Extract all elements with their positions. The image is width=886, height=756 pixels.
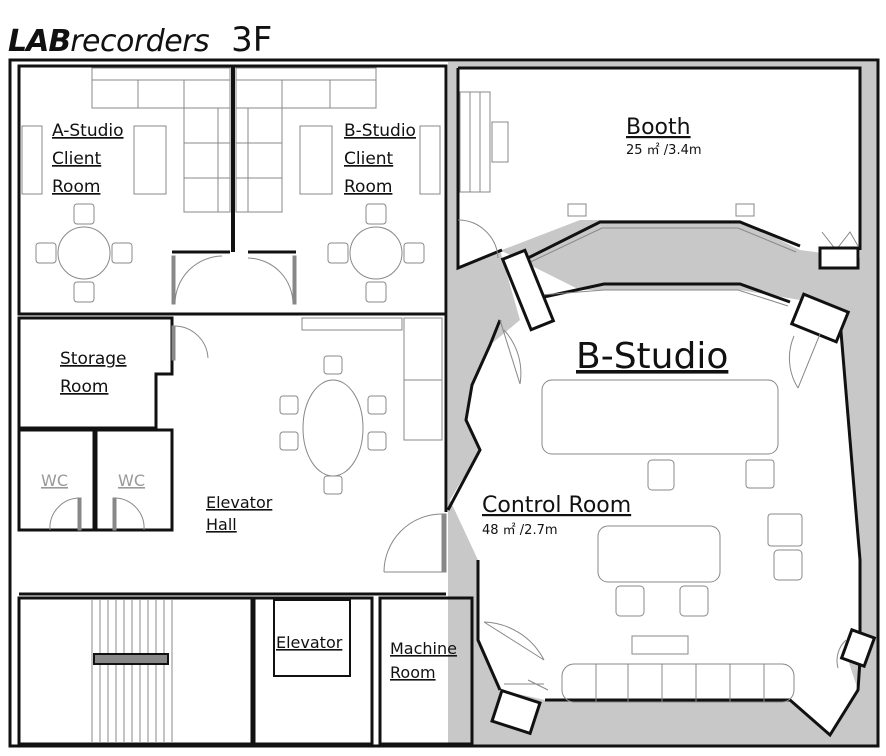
elevator-car — [273, 599, 351, 677]
b-studio-title: B-Studio — [576, 336, 728, 377]
shelf-b — [419, 125, 441, 195]
acoustic-door-1 — [500, 248, 556, 332]
label-a-client-room: A-Studio Client Room — [52, 121, 124, 197]
coffee-table-a — [133, 125, 167, 195]
elevator-hall-line1: Elevator — [206, 493, 273, 512]
round-table-a — [35, 203, 133, 303]
door-swing-control — [483, 319, 847, 685]
booth-corner-box — [818, 246, 860, 270]
control-room-name: Control Room — [482, 493, 631, 518]
stairs — [91, 600, 173, 742]
outer-wall — [8, 58, 880, 748]
machine-room-wall — [378, 596, 474, 746]
floor-number: 3F — [231, 20, 273, 60]
brand-logo-text: recorders — [70, 24, 210, 59]
sofa-b — [235, 67, 377, 213]
door-booth — [457, 219, 499, 259]
door-wc-left — [49, 497, 82, 531]
acoustic-door-2 — [789, 292, 851, 344]
machine-line1: Machine — [390, 639, 457, 658]
control-room-floor — [450, 250, 860, 735]
label-b-client-room: B-Studio Client Room — [344, 121, 416, 197]
wc-right-wall — [94, 428, 174, 532]
booth-floor — [458, 68, 860, 268]
control-chairs — [615, 459, 803, 617]
control-room-wall — [446, 319, 862, 738]
floor-plan-title: LABrecorders 3F — [8, 20, 272, 60]
machine-line2: Room — [390, 663, 436, 682]
door-swing-bottom — [527, 679, 549, 691]
a-client-line2: Client — [52, 149, 102, 169]
producer-desk — [597, 525, 721, 583]
oval-table — [279, 355, 387, 495]
door-booth-right — [821, 231, 859, 251]
b-client-line2: Client — [344, 149, 394, 169]
mixing-console — [541, 379, 779, 455]
studio-window — [519, 220, 801, 304]
studio-window-inner — [521, 227, 797, 307]
control-room-spec: 48 ㎡ /2.7m — [482, 523, 558, 538]
wc-right-label: WC — [118, 471, 145, 490]
brand-logo-bold: LAB — [8, 24, 71, 59]
elevator-label: Elevator — [276, 633, 343, 652]
door-storage — [171, 325, 209, 361]
booth-panel — [459, 91, 509, 193]
b-client-line3: Room — [344, 177, 392, 197]
elevator-shaft-wall — [252, 596, 374, 746]
shelf-a — [21, 125, 43, 195]
elevator-hall-line2: Hall — [206, 515, 237, 534]
acoustic-door-3 — [490, 688, 542, 736]
stairwell-wall — [17, 596, 254, 746]
wc-left-label: WC — [41, 471, 68, 490]
booth-wall — [456, 66, 862, 271]
booth-monitor-right — [735, 203, 755, 217]
storage-line2: Room — [60, 377, 108, 397]
hall-sofa — [403, 317, 443, 441]
stair-handrail — [93, 653, 169, 665]
coffee-table-b — [299, 125, 333, 195]
storage-line1: Storage — [60, 349, 127, 369]
storage-room-wall — [17, 316, 174, 430]
round-table-b — [327, 203, 425, 303]
wc-left-wall — [17, 428, 96, 532]
a-client-line3: Room — [52, 177, 100, 197]
hall-counter — [301, 317, 403, 331]
door-a-client — [171, 255, 223, 305]
a-client-line1: A-Studio — [52, 121, 124, 141]
b-client-line1: B-Studio — [344, 121, 416, 141]
control-small-desk — [631, 635, 689, 655]
booth-spec: 25 ㎡ /3.4m — [626, 143, 702, 158]
booth-name: Booth — [626, 115, 691, 140]
door-hall-control — [383, 513, 447, 573]
acoustic-door-4 — [839, 627, 877, 669]
door-b-client — [247, 255, 297, 305]
door-wc-right — [112, 497, 145, 531]
sofa-a — [91, 67, 231, 213]
control-couch — [561, 663, 795, 703]
booth-monitor-left — [567, 203, 587, 217]
